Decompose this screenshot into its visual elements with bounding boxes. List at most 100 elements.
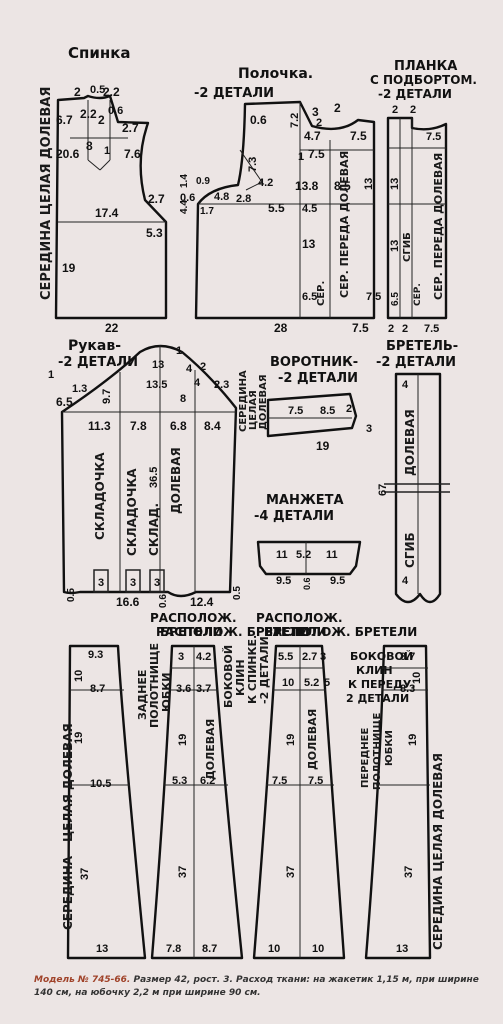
svg-text:ДОЛЕВАЯ: ДОЛЕВАЯ bbox=[306, 709, 319, 770]
strap-outline bbox=[394, 372, 442, 604]
svg-text:ЮБКИ: ЮБКИ bbox=[384, 730, 395, 766]
svg-text:19: 19 bbox=[62, 261, 76, 275]
svg-text:10: 10 bbox=[282, 677, 294, 689]
svg-text:БОКОВОЙ: БОКОВОЙ bbox=[222, 645, 235, 708]
svg-text:7.3: 7.3 bbox=[247, 157, 259, 172]
front-title: Полочка. bbox=[238, 66, 313, 82]
skirt-back-side-outline bbox=[150, 644, 244, 960]
svg-text:ПОЛОТНИЩЕ: ПОЛОТНИЩЕ bbox=[372, 713, 383, 790]
svg-text:0.6: 0.6 bbox=[302, 577, 312, 590]
svg-text:1.7: 1.7 bbox=[200, 206, 214, 217]
svg-text:8.5: 8.5 bbox=[334, 179, 351, 193]
skirt-front-strap-label: РАСПОЛОЖ. БРЕТЕЛИ bbox=[264, 625, 417, 639]
svg-text:3: 3 bbox=[130, 577, 136, 589]
svg-text:СКЛАДОЧКА: СКЛАДОЧКА bbox=[93, 452, 107, 540]
svg-text:К СПИНКЕ.: К СПИНКЕ. bbox=[246, 635, 259, 704]
caption: Модель № 745-66. Размер 42, рост. 3. Рас… bbox=[34, 974, 494, 1000]
svg-text:11.3: 11.3 bbox=[88, 419, 111, 433]
svg-text:2: 2 bbox=[98, 113, 105, 127]
svg-text:ДОЛЕВАЯ: ДОЛЕВАЯ bbox=[61, 723, 75, 790]
skirt-front-center-outline bbox=[364, 644, 432, 960]
sleeve-outline bbox=[60, 344, 238, 598]
collar-count: -2 ДЕТАЛИ bbox=[278, 371, 358, 386]
svg-text:1: 1 bbox=[298, 151, 304, 163]
svg-text:8.3: 8.3 bbox=[400, 683, 415, 695]
svg-text:2: 2 bbox=[402, 323, 408, 335]
svg-text:7.6: 7.6 bbox=[124, 147, 141, 161]
svg-text:СЕР.: СЕР. bbox=[413, 283, 423, 306]
svg-text:9.7: 9.7 bbox=[101, 389, 113, 404]
svg-text:6.2: 6.2 bbox=[200, 775, 215, 787]
sleeve-piece: Рукав- -2 ДЕТАЛИ 6.5 1 1 2 1.3 13 9.7 13… bbox=[48, 338, 243, 609]
svg-text:2: 2 bbox=[346, 403, 352, 415]
svg-text:2: 2 bbox=[316, 117, 322, 129]
svg-text:4.7: 4.7 bbox=[304, 129, 321, 143]
svg-text:ДОЛЕВАЯ: ДОЛЕВАЯ bbox=[258, 374, 269, 430]
svg-text:3: 3 bbox=[320, 651, 326, 663]
svg-text:13: 13 bbox=[396, 943, 408, 955]
svg-text:10: 10 bbox=[411, 672, 423, 684]
svg-text:13: 13 bbox=[363, 178, 375, 190]
svg-text:4.8: 4.8 bbox=[214, 191, 229, 203]
svg-text:5.3: 5.3 bbox=[172, 775, 187, 787]
svg-text:8.7: 8.7 bbox=[202, 943, 217, 955]
svg-text:7.5: 7.5 bbox=[272, 775, 287, 787]
svg-text:8.7: 8.7 bbox=[400, 651, 415, 663]
svg-text:0.6: 0.6 bbox=[158, 594, 169, 608]
svg-text:СГИБ: СГИБ bbox=[403, 532, 417, 568]
svg-text:5.5: 5.5 bbox=[278, 651, 293, 663]
svg-text:ПЕРЕДНЕЕ: ПЕРЕДНЕЕ bbox=[360, 728, 371, 788]
svg-text:7.5: 7.5 bbox=[308, 775, 323, 787]
svg-text:37: 37 bbox=[177, 866, 189, 878]
svg-text:ЦЕЛАЯ: ЦЕЛАЯ bbox=[61, 794, 75, 842]
svg-text:ДОЛЕВАЯ: ДОЛЕВАЯ bbox=[204, 719, 217, 780]
svg-text:1: 1 bbox=[104, 145, 110, 157]
svg-text:1: 1 bbox=[176, 345, 182, 357]
svg-text:36.5: 36.5 bbox=[148, 467, 160, 488]
svg-text:ДОЛЕВАЯ: ДОЛЕВАЯ bbox=[403, 409, 417, 476]
svg-text:2.3: 2.3 bbox=[214, 379, 229, 391]
svg-text:9.3: 9.3 bbox=[88, 649, 103, 661]
svg-text:2.7: 2.7 bbox=[148, 192, 165, 206]
svg-text:0.6: 0.6 bbox=[180, 192, 195, 204]
svg-text:-2 ДЕТАЛИ: -2 ДЕТАЛИ bbox=[378, 87, 452, 101]
svg-text:РАСПОЛОЖ.: РАСПОЛОЖ. bbox=[256, 611, 343, 625]
svg-text:7.5: 7.5 bbox=[426, 131, 441, 143]
svg-text:0.5: 0.5 bbox=[232, 586, 243, 600]
svg-text:4.4: 4.4 bbox=[179, 200, 190, 214]
collar-piece: ВОРОТНИК- -2 ДЕТАЛИ 7.5 8.5 2 3 19 СЕРЕД… bbox=[238, 355, 372, 453]
svg-text:0.6: 0.6 bbox=[108, 105, 123, 117]
strap-title: БРЕТЕЛЬ- bbox=[386, 339, 458, 354]
placket-title: ПЛАНКА bbox=[394, 59, 457, 74]
svg-text:7.8: 7.8 bbox=[166, 943, 181, 955]
svg-text:2: 2 bbox=[388, 323, 394, 335]
svg-text:16.6: 16.6 bbox=[116, 595, 140, 609]
svg-text:КЛИН: КЛИН bbox=[234, 659, 247, 696]
svg-text:19: 19 bbox=[73, 732, 85, 744]
svg-text:2.7: 2.7 bbox=[122, 121, 139, 135]
svg-text:1: 1 bbox=[48, 369, 54, 381]
placket-piece: ПЛАНКА С ПОДБОРТОМ. -2 ДЕТАЛИ 2 2 7.5 13… bbox=[370, 59, 477, 335]
svg-text:3.6: 3.6 bbox=[176, 683, 191, 695]
svg-text:19: 19 bbox=[285, 734, 297, 746]
svg-text:22: 22 bbox=[105, 321, 119, 335]
svg-text:СГИБ: СГИБ bbox=[402, 232, 413, 262]
svg-text:ПОЛОТНИЩЕ: ПОЛОТНИЩЕ bbox=[148, 643, 161, 728]
skirt-front-side-outline bbox=[252, 644, 346, 960]
front-outline bbox=[194, 100, 376, 320]
svg-text:19: 19 bbox=[407, 734, 419, 746]
svg-text:10.5: 10.5 bbox=[90, 778, 111, 790]
svg-text:7.5: 7.5 bbox=[366, 291, 381, 303]
svg-text:7.5: 7.5 bbox=[350, 129, 367, 143]
svg-text:37: 37 bbox=[403, 866, 415, 878]
caption-text: Размер 42, рост. 3. Расход ткани: на жак… bbox=[34, 975, 479, 998]
svg-text:1.3: 1.3 bbox=[72, 383, 87, 395]
svg-text:СКЛАД.: СКЛАД. bbox=[147, 503, 161, 556]
skirt-back-center-piece: 9.3 10 8.7 19 10.5 37 13 СЕРЕДИНА ЦЕЛАЯ … bbox=[61, 644, 147, 960]
svg-text:ДОЛЕВАЯ: ДОЛЕВАЯ bbox=[169, 447, 183, 514]
svg-text:8.4: 8.4 bbox=[204, 419, 221, 433]
svg-text:9.5: 9.5 bbox=[276, 575, 291, 587]
svg-text:13: 13 bbox=[152, 359, 164, 371]
svg-text:3.7: 3.7 bbox=[196, 683, 211, 695]
svg-text:ЗАДНЕЕ: ЗАДНЕЕ bbox=[136, 670, 149, 720]
